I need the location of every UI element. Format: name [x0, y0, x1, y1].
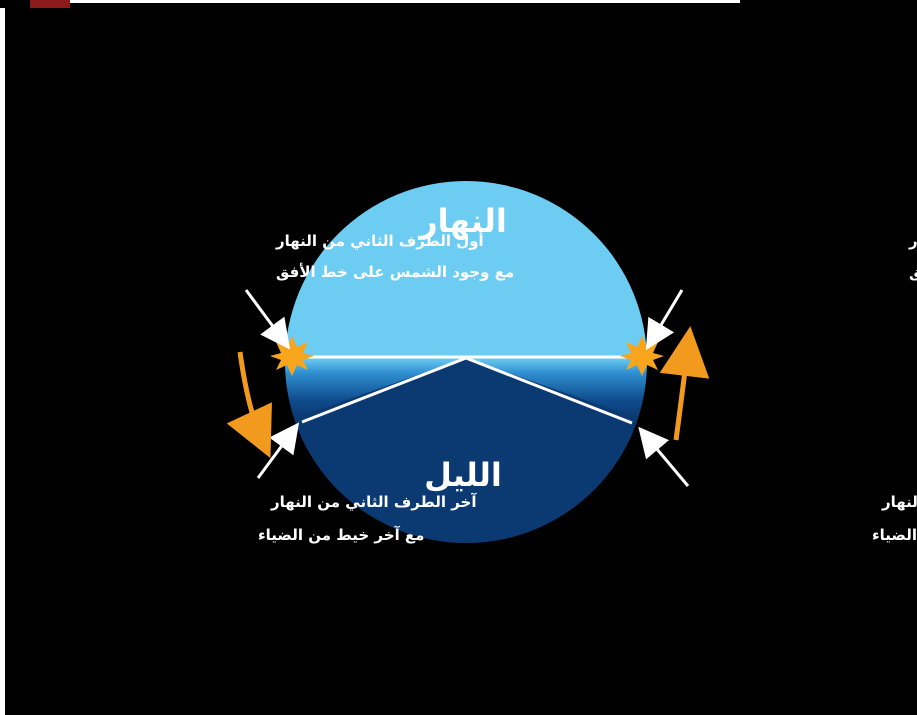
night-wedge	[285, 358, 647, 543]
day-label: النهار	[417, 202, 507, 240]
caption-left-bottom-line2: مع آخر خيط من الضياء	[258, 526, 424, 544]
caption-left-top-line2: مع وجود الشمس على خط الأفق	[276, 263, 514, 281]
arrow-icon-right-top	[645, 289, 684, 351]
caption-right-top-line1: آخر الطرف الأول من النهار	[908, 232, 917, 250]
arrow-icon-right-bottom	[638, 426, 690, 487]
caption-right-bottom-line1: أول الطرف الأول من النهار	[881, 492, 917, 511]
twilight-line-left	[301, 356, 467, 424]
top-bar	[0, 0, 917, 8]
top-bar-tab	[30, 0, 70, 8]
arrow-icon-left-bottom	[256, 422, 300, 479]
caption-right-top-line2: مع وجود الشمس على خط الأفق	[909, 263, 917, 281]
caption-left-top-line1: أول الطرف الثاني من النهار	[275, 231, 484, 250]
curved-arrow-icon-left	[226, 351, 272, 459]
left-edge-border	[0, 0, 5, 715]
top-bar-strip	[30, 0, 740, 3]
curved-arrow-icon-right	[659, 326, 710, 441]
caption-left-bottom-line1: آخر الطرف الثاني من النهار	[270, 493, 477, 511]
caption-right-bottom-line2: مع أول خيط من الضياء	[872, 525, 917, 544]
arrow-icon-left-top	[244, 289, 291, 350]
night-label: الليل	[424, 456, 502, 494]
twilight-line-right	[465, 356, 633, 425]
